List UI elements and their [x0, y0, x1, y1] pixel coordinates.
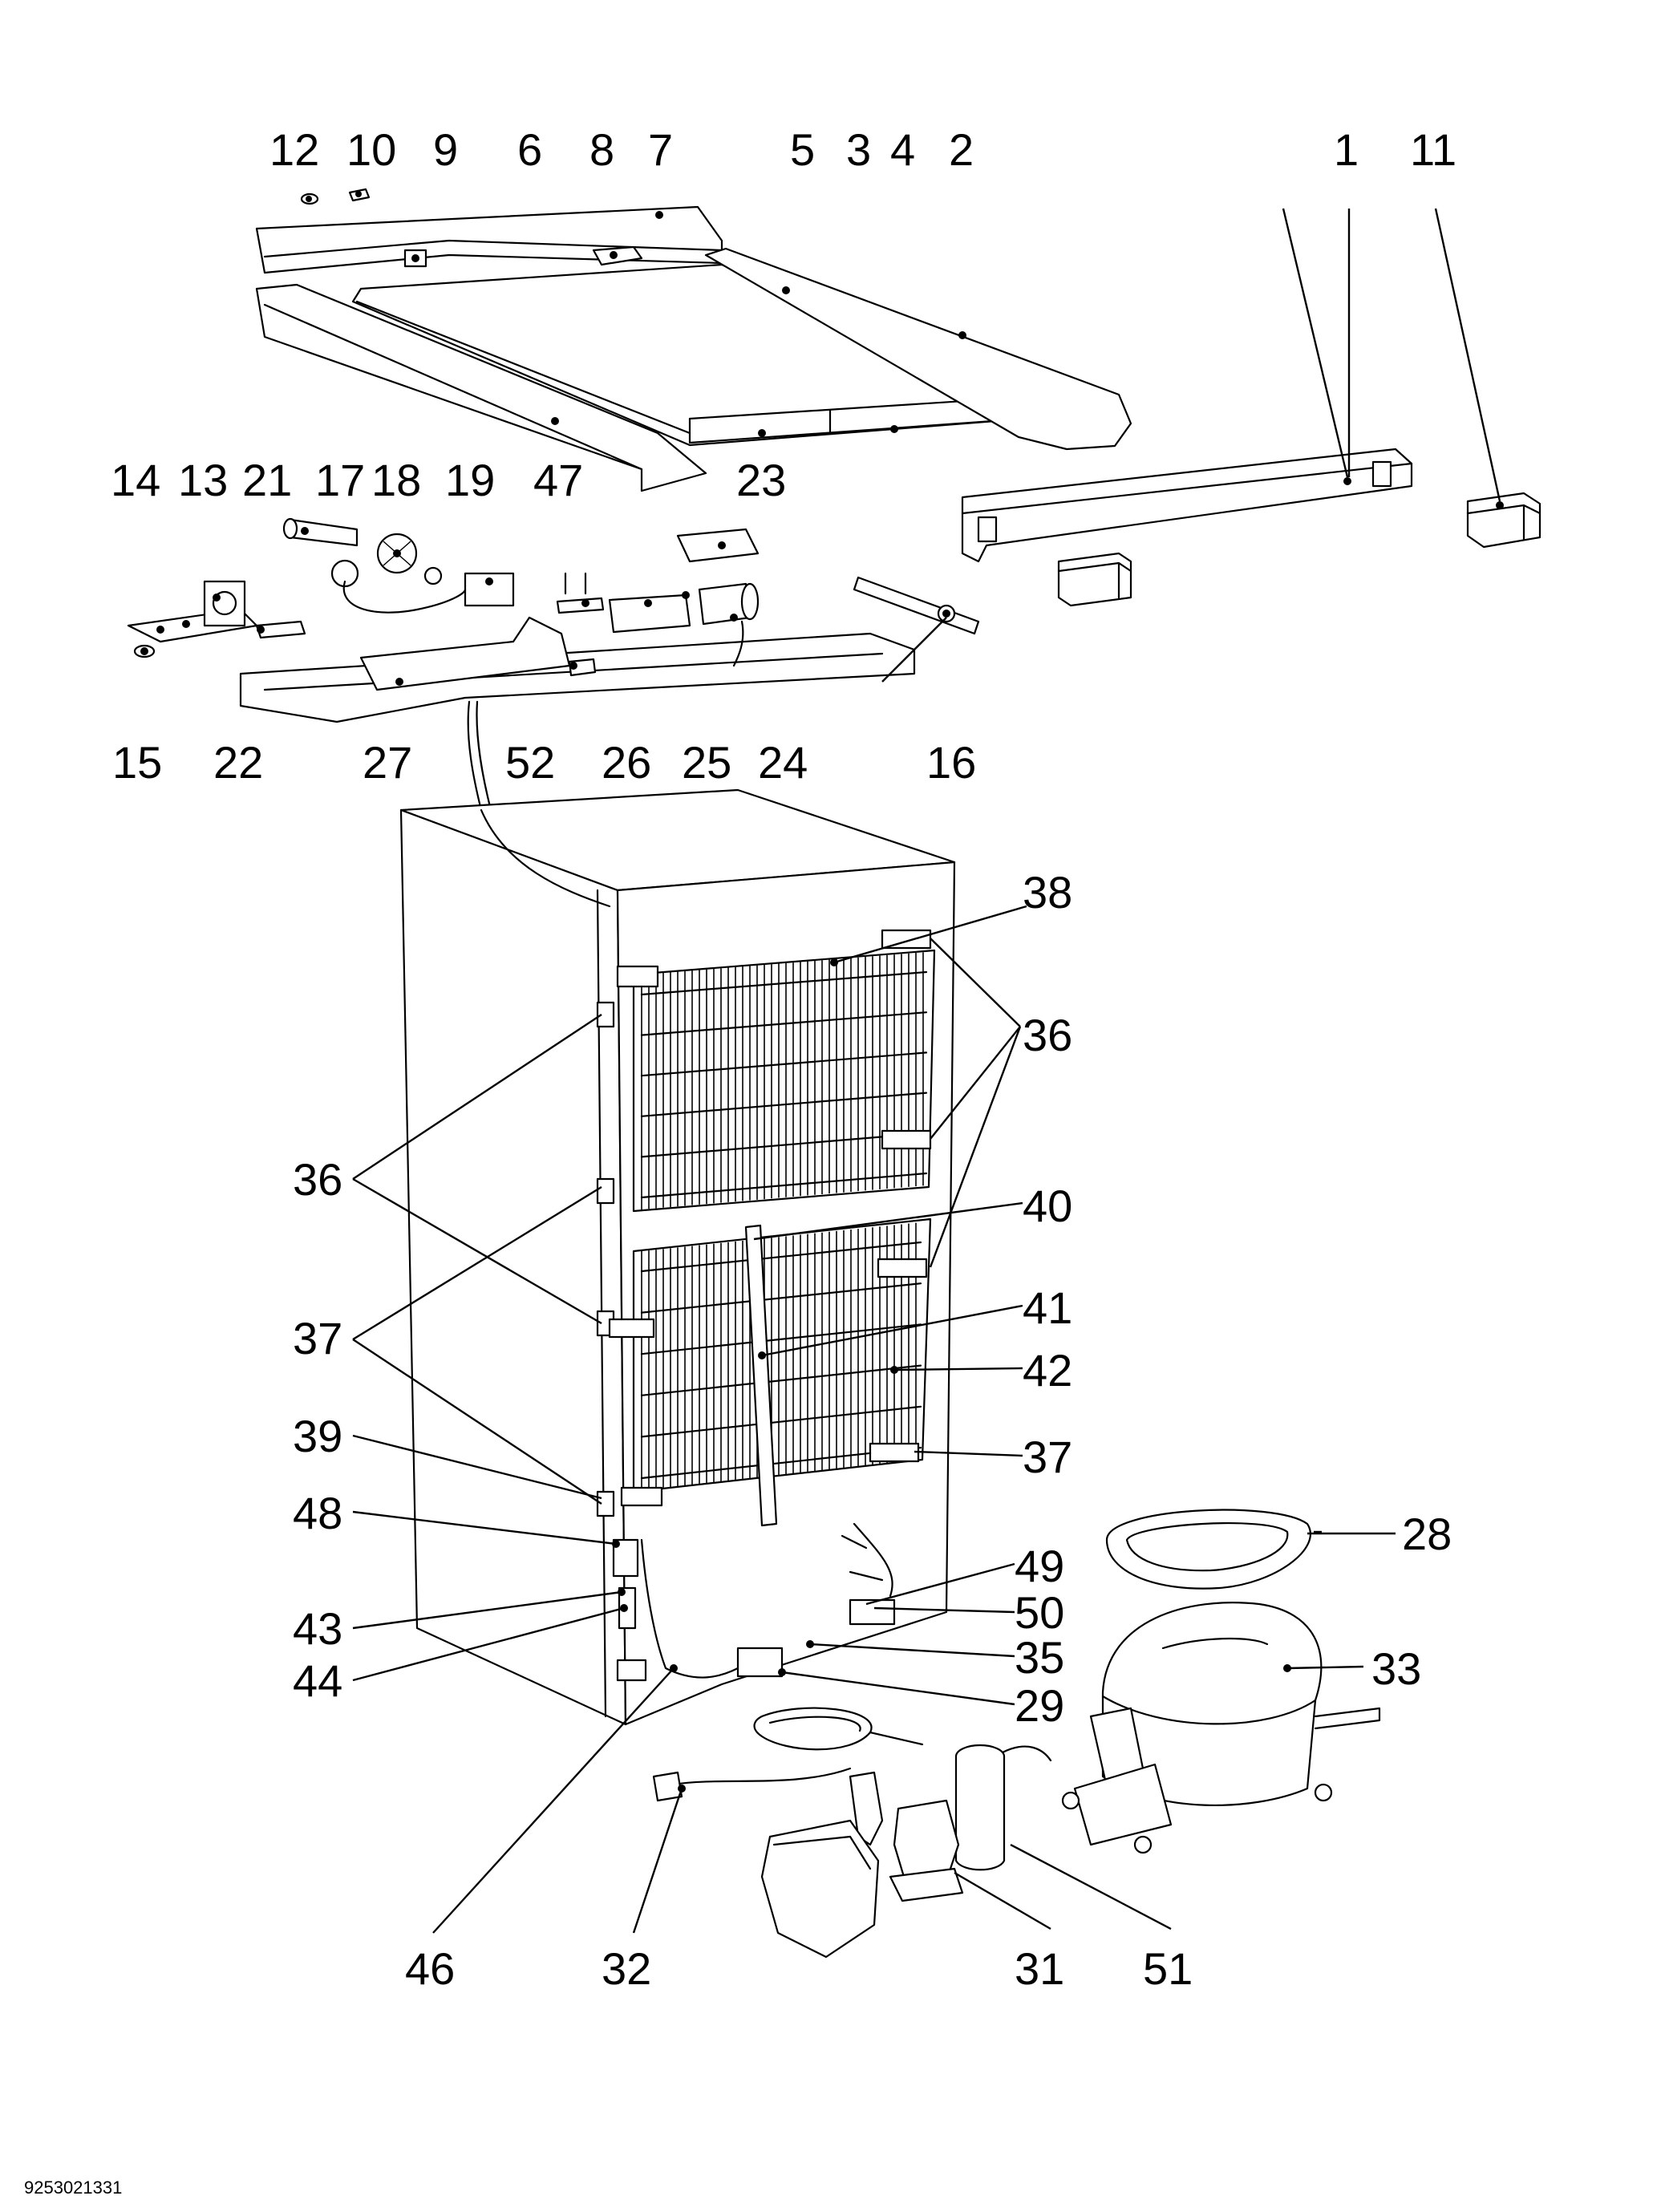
- coil-tube: [640, 1282, 922, 1314]
- callout-28: 28: [1402, 1509, 1452, 1559]
- callout-36-left: 36: [293, 1154, 342, 1205]
- callout-52: 52: [505, 737, 555, 788]
- clips: [596, 929, 932, 1517]
- callout-3: 3: [846, 124, 871, 175]
- callout-29: 29: [1015, 1680, 1064, 1731]
- callout-9: 9: [433, 124, 458, 175]
- leader-lines: [352, 208, 1501, 1934]
- callout-12: 12: [269, 124, 319, 175]
- callout-17: 17: [315, 455, 365, 505]
- coil-tube: [640, 1051, 928, 1077]
- power-cord: [652, 1707, 924, 1802]
- rear-bracket: [961, 448, 1413, 563]
- condenser-upper: [632, 949, 936, 1213]
- coil-tube: [640, 1172, 928, 1199]
- foam-block: [1466, 492, 1541, 549]
- relay: [849, 1771, 964, 1902]
- callout-46: 46: [405, 1943, 455, 1994]
- filter-drier: [954, 1744, 1052, 1871]
- callout-26: 26: [602, 737, 651, 788]
- callout-7: 7: [648, 124, 673, 175]
- callout-8: 8: [589, 124, 614, 175]
- drain-tube: [744, 1224, 778, 1527]
- callout-36-right: 36: [1023, 1010, 1072, 1060]
- callout-1: 1: [1334, 124, 1359, 175]
- callout-11: 11: [1410, 124, 1456, 175]
- callout-labels: 12 10 9 6 8 7 5 3 4 2 1 11 14 13 21 17 1…: [111, 124, 1456, 1994]
- callout-15: 15: [112, 737, 162, 788]
- callout-38: 38: [1023, 867, 1072, 918]
- callout-50: 50: [1015, 1587, 1064, 1638]
- callout-37-right: 37: [1023, 1432, 1072, 1482]
- callout-10: 10: [346, 124, 396, 175]
- coil-tube: [640, 1364, 922, 1396]
- callout-4: 4: [890, 124, 915, 175]
- callout-23: 23: [736, 455, 786, 505]
- callout-5: 5: [790, 124, 815, 175]
- callout-47: 47: [533, 455, 583, 505]
- callout-2: 2: [949, 124, 974, 175]
- foam-block-2: [1057, 552, 1132, 607]
- callout-6: 6: [517, 124, 542, 175]
- compressor: [1061, 1602, 1381, 1854]
- document-code: 9253021331: [24, 2178, 122, 2198]
- callout-25: 25: [682, 737, 731, 788]
- callout-22: 22: [213, 737, 263, 788]
- callout-31: 31: [1015, 1943, 1064, 1994]
- callout-51: 51: [1143, 1943, 1193, 1994]
- callout-16: 16: [926, 737, 976, 788]
- coil-tube: [640, 1132, 928, 1158]
- coil-tube: [640, 1323, 922, 1355]
- coil-tube: [640, 1405, 922, 1438]
- callout-21: 21: [242, 455, 292, 505]
- callout-18: 18: [371, 455, 421, 505]
- relay-cover: [760, 1819, 880, 1959]
- condenser-lower: [632, 1217, 932, 1493]
- coil-tube: [640, 1011, 928, 1036]
- callout-39: 39: [293, 1411, 342, 1461]
- callout-24: 24: [758, 737, 808, 788]
- callout-43: 43: [293, 1603, 342, 1654]
- callout-44: 44: [293, 1655, 342, 1706]
- callout-49: 49: [1015, 1541, 1064, 1591]
- callout-14: 14: [111, 455, 160, 505]
- callout-40: 40: [1023, 1181, 1072, 1231]
- callout-37-left: 37: [293, 1313, 342, 1363]
- callout-33: 33: [1371, 1643, 1421, 1694]
- callout-42: 42: [1023, 1345, 1072, 1396]
- callout-19: 19: [445, 455, 495, 505]
- callout-13: 13: [178, 455, 228, 505]
- callout-27: 27: [363, 737, 412, 788]
- drip-tray: [1105, 1509, 1311, 1590]
- callout-48: 48: [293, 1488, 342, 1538]
- top-cover-assembly: [255, 188, 1132, 492]
- callout-41: 41: [1023, 1282, 1072, 1333]
- callout-32: 32: [602, 1943, 651, 1994]
- callout-35: 35: [1015, 1632, 1064, 1683]
- coil-tube: [640, 970, 928, 996]
- callout-dots: [140, 191, 1504, 1793]
- coil-tube: [640, 1241, 922, 1273]
- door-lever: [853, 576, 980, 635]
- coil-tube: [640, 1092, 928, 1117]
